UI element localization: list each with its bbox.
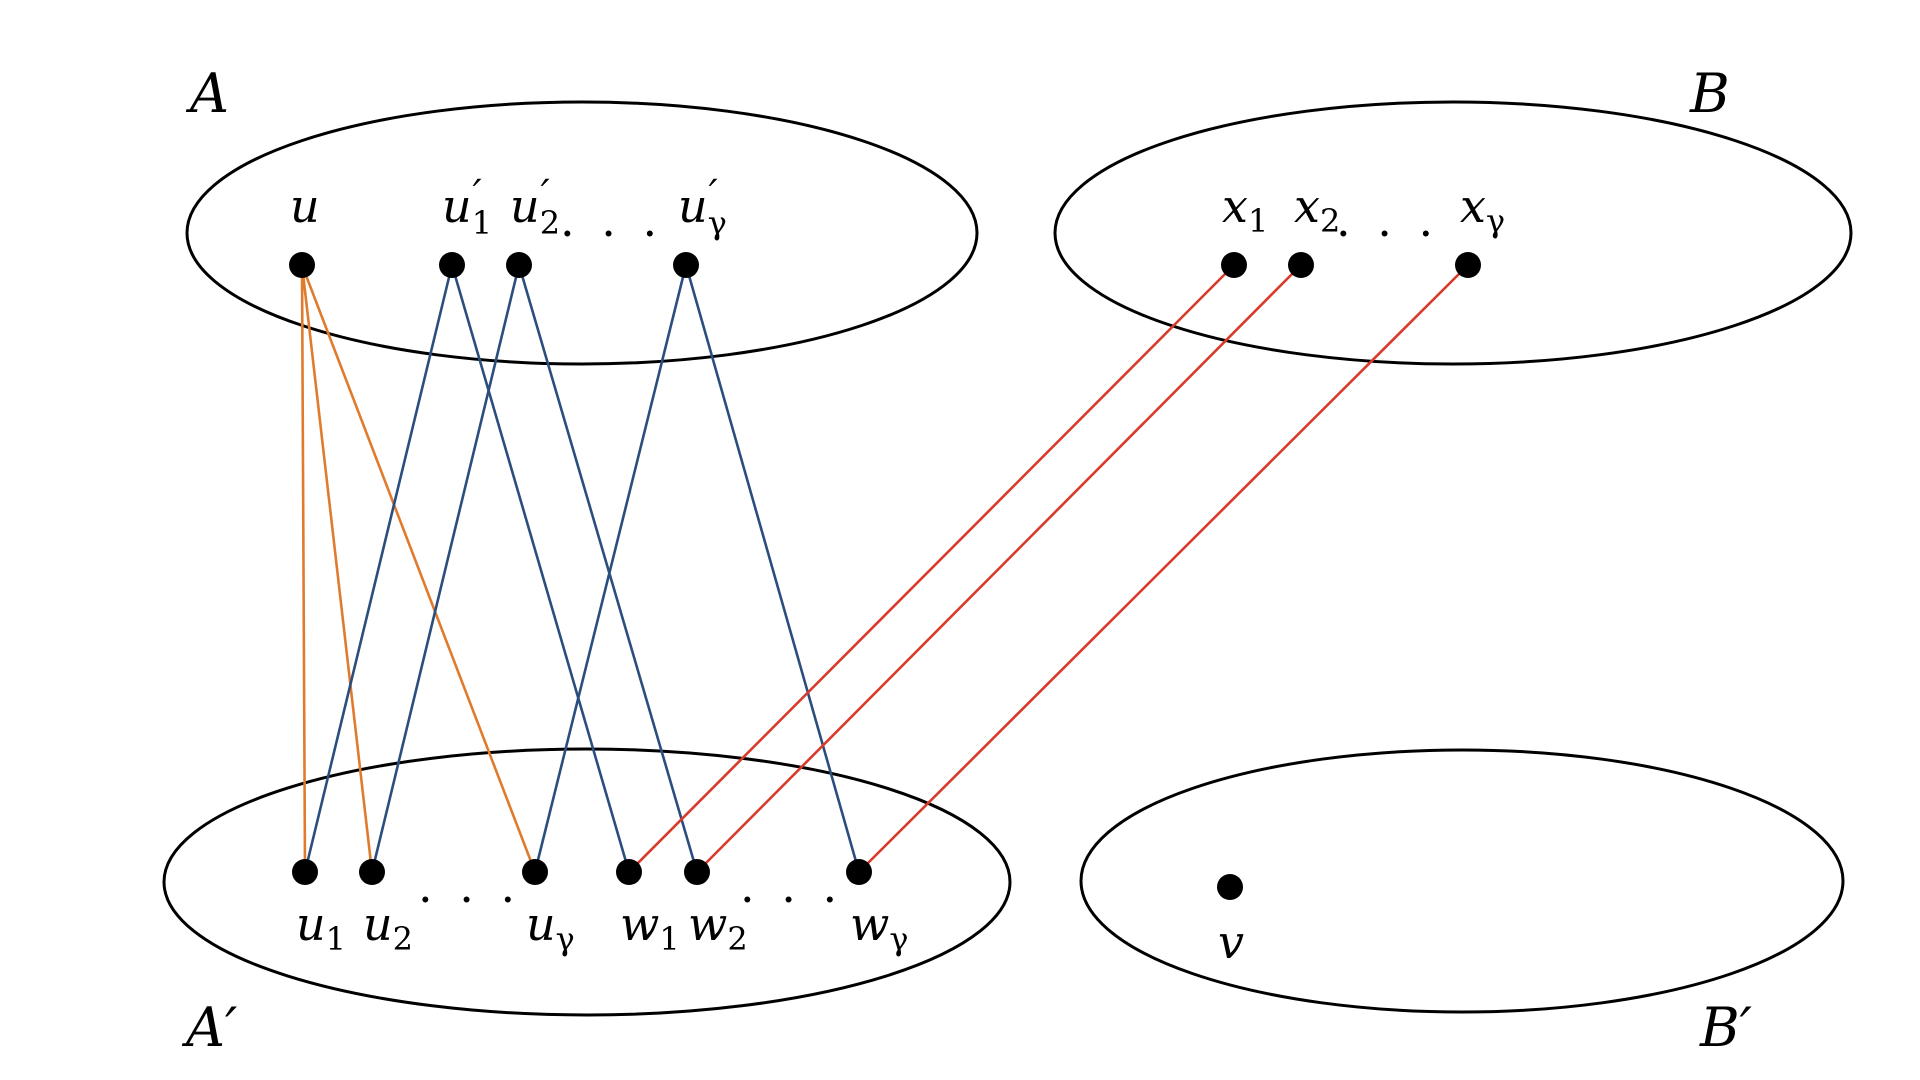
edge-x2-w2 <box>695 263 1303 874</box>
ellipsis-A: . . . <box>560 193 663 247</box>
vertex-label-u2p: u′2 <box>510 172 560 242</box>
edge-ugp-wg <box>684 263 861 874</box>
set-B-prime-ellipse <box>1079 748 1845 1014</box>
vertex-label-xg: xγ <box>1460 179 1505 240</box>
vertex-label-u1: u1 <box>296 897 346 958</box>
edges-layer <box>300 263 1470 874</box>
ellipsis-A-prime-u: . . . <box>418 859 521 913</box>
edge-u2p-w2 <box>517 263 699 874</box>
vertex-label-x1: x1 <box>1222 179 1268 240</box>
vertex-xg <box>1455 252 1481 278</box>
vertex-w2 <box>684 859 710 885</box>
vertex-label-wg: wγ <box>850 897 909 958</box>
set-label-B: B <box>1689 62 1730 125</box>
set-A-prime-ellipse <box>162 747 1012 1017</box>
edge-u1p-u1 <box>303 263 454 874</box>
edge-x1-w1 <box>627 263 1236 874</box>
vertex-wg <box>846 859 872 885</box>
ellipsis-marks: . . . . . . . . . . . . <box>418 193 1439 913</box>
vertex-u1p <box>439 252 465 278</box>
set-labels: A B A′ B′ <box>181 62 1752 1059</box>
vertex-x1 <box>1221 252 1247 278</box>
vertex-v <box>1217 874 1243 900</box>
vertex-label-u2: u2 <box>363 897 413 958</box>
edge-u-u1 <box>300 263 307 874</box>
vertex-ugp <box>673 252 699 278</box>
vertex-u2p <box>506 252 532 278</box>
vertex-label-ug: uγ <box>526 897 575 958</box>
edge-u-ug <box>300 263 537 874</box>
set-label-A-prime: A′ <box>181 996 237 1059</box>
vertices-layer <box>289 252 1481 900</box>
edge-u2p-u2 <box>370 263 521 874</box>
edge-u-u2 <box>300 263 374 874</box>
vertex-u <box>289 252 315 278</box>
vertex-u1 <box>292 859 318 885</box>
vertex-label-w1: w1 <box>620 897 680 958</box>
vertex-label-w2: w2 <box>688 897 748 958</box>
set-ellipses <box>162 100 1853 1017</box>
vertex-u2 <box>359 859 385 885</box>
vertex-label-v: v <box>1218 915 1244 969</box>
vertex-label-u: u <box>290 179 320 233</box>
edge-u1p-w1 <box>450 263 631 874</box>
ellipsis-A-prime-w: . . . <box>740 859 843 913</box>
ellipsis-B: . . . <box>1336 193 1439 247</box>
set-label-A: A <box>185 62 229 125</box>
vertex-label-x2: x2 <box>1294 179 1340 240</box>
vertex-label-ugp: u′γ <box>678 172 727 242</box>
vertex-ug <box>522 859 548 885</box>
vertex-x2 <box>1288 252 1314 278</box>
edge-ugp-ug <box>533 263 688 874</box>
edge-xg-wg <box>857 263 1470 874</box>
set-B-ellipse <box>1053 100 1853 366</box>
vertex-w1 <box>616 859 642 885</box>
vertex-label-u1p: u′1 <box>442 172 492 242</box>
set-A-ellipse <box>185 100 979 366</box>
set-label-B-prime: B′ <box>1699 996 1752 1059</box>
